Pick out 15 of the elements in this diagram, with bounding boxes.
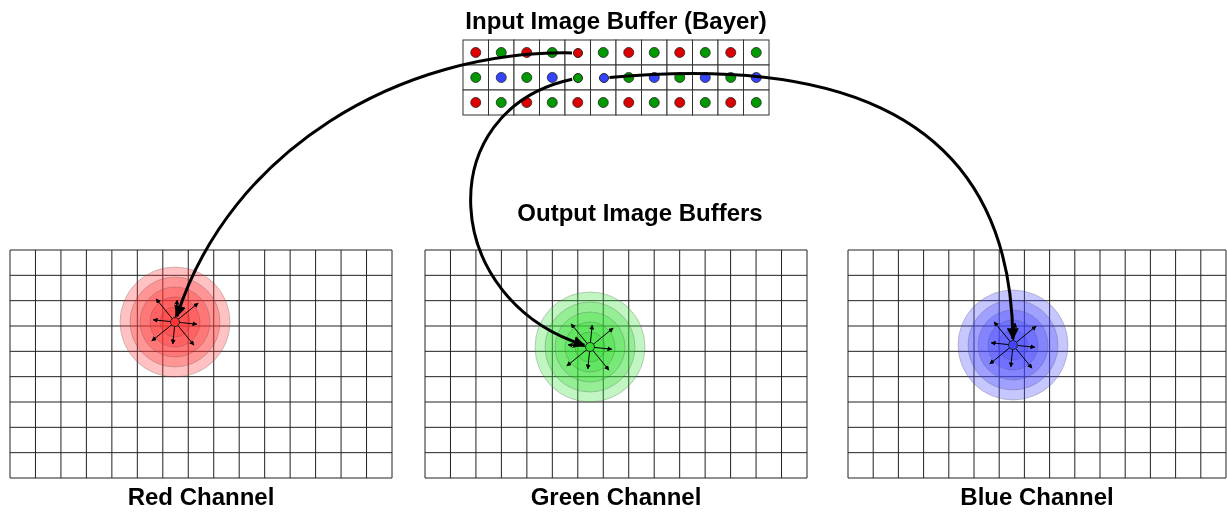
curved-arrow xyxy=(175,51,573,318)
bayer-buffer xyxy=(463,8,769,116)
target-pixel-dot xyxy=(1008,340,1018,350)
target-pixel-dot xyxy=(585,342,595,352)
target-pixel-dot xyxy=(170,317,180,327)
section-title: Output Image Buffers xyxy=(517,200,763,226)
curved-arrow xyxy=(609,72,1018,341)
source-pixel-dot xyxy=(573,48,583,58)
source-pixel-dot xyxy=(573,73,583,83)
channel-title: Blue Channel xyxy=(960,484,1114,510)
curved-arrow xyxy=(469,77,586,347)
buffer-title: Input Image Buffer (Bayer) xyxy=(465,8,767,34)
channel-title: Green Channel xyxy=(530,484,702,510)
source-pixel-dot xyxy=(598,73,609,83)
channel-title: Red Channel xyxy=(127,484,275,510)
